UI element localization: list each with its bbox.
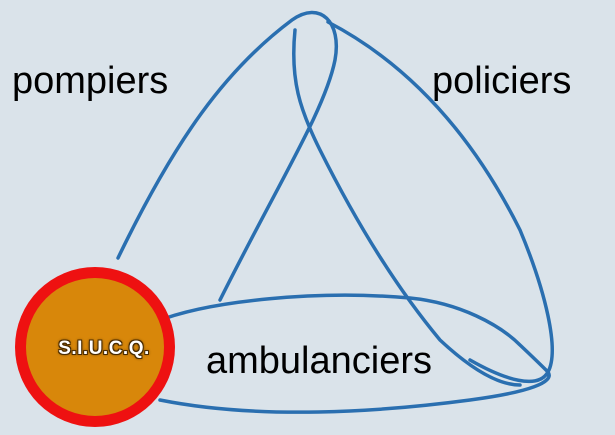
knot-loop-bottom-lower	[158, 370, 551, 414]
circle-badge-icon	[26, 278, 164, 416]
knot-loop-bottom-upper	[153, 293, 550, 374]
label-policiers: policiers	[432, 60, 572, 102]
knot-loop-right	[326, 20, 554, 384]
knot-loop-upper	[116, 10, 338, 302]
label-ambulanciers: ambulanciers	[206, 340, 432, 382]
label-pompiers: pompiers	[12, 60, 169, 102]
badge-text: S.I.U.C.Q.	[58, 338, 150, 359]
knot-loop-cross	[291, 28, 522, 387]
